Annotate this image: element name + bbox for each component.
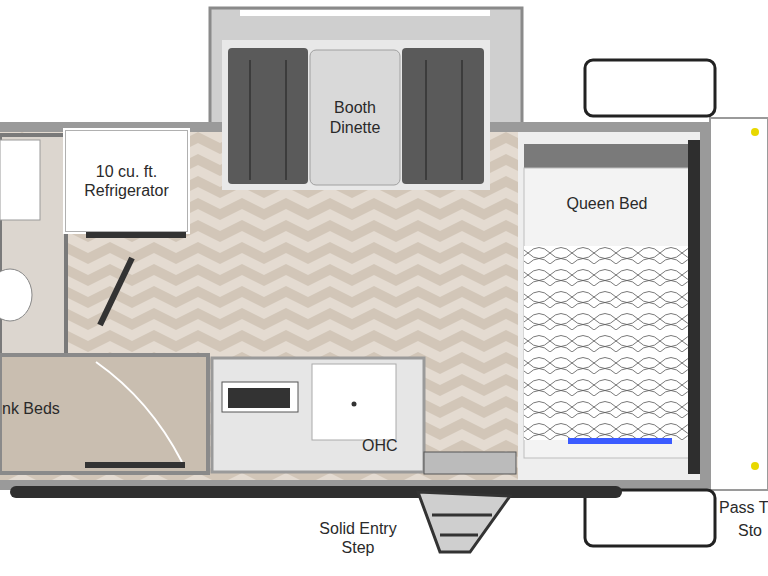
storage-label: Sto [738,521,762,540]
bunk-label: nk Beds [2,399,60,418]
node-text: 10 cu. ft. Refrigerator [70,162,183,200]
node-text: Queen Bed [567,194,648,213]
dinette-table: Booth Dinette [310,50,400,185]
storage-label: Pass T [719,498,768,517]
node-text: Booth Dinette [314,98,396,136]
counter-label: OHC [362,436,398,455]
queen-bed: Queen Bed [524,168,690,240]
step-label: Solid Entry Step [306,519,410,557]
refrigerator-box: 10 cu. ft. Refrigerator [65,130,188,232]
